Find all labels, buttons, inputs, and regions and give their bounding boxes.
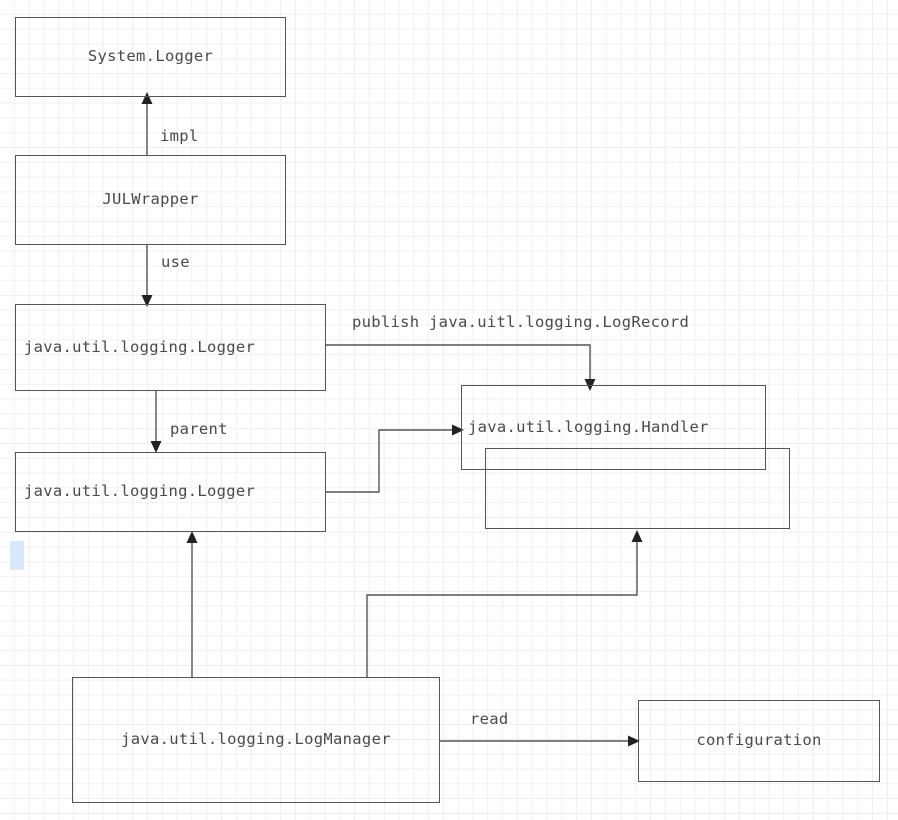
node-logger-child[interactable]: java.util.logging.Logger <box>15 304 326 391</box>
node-jul-wrapper[interactable]: JULWrapper <box>15 155 286 245</box>
node-handler-back-label: java.util.logging.Handler <box>468 417 709 436</box>
edge-label-parent: parent <box>170 420 228 438</box>
node-logger-child-label: java.util.logging.Logger <box>24 337 256 356</box>
edge-label-read: read <box>470 710 509 728</box>
node-handler-back[interactable]: java.util.logging.Handler <box>461 385 766 470</box>
node-jul-wrapper-label: JULWrapper <box>102 190 199 209</box>
edge-label-publish: publish java.uitl.logging.LogRecord <box>352 313 690 331</box>
edge-label-impl: impl <box>160 127 199 145</box>
node-system-logger[interactable]: System.Logger <box>15 17 286 97</box>
edge-logger-handler <box>326 424 464 493</box>
edge-label-use: use <box>161 253 190 271</box>
node-configuration[interactable]: configuration <box>638 700 880 782</box>
selection-highlight-marker <box>10 541 24 570</box>
node-configuration-label: configuration <box>696 731 822 750</box>
node-log-manager-label: java.util.logging.LogManager <box>121 730 391 749</box>
node-handler-front[interactable] <box>485 448 790 529</box>
edge-manager-logger <box>186 531 198 677</box>
edge-manager-handler <box>366 530 643 677</box>
node-log-manager[interactable]: java.util.logging.LogManager <box>72 677 440 803</box>
edge-parent <box>150 391 162 453</box>
edge-impl <box>141 92 153 155</box>
edge-read <box>440 735 640 747</box>
node-logger-parent-label: java.util.logging.Logger <box>24 482 256 501</box>
node-logger-parent[interactable]: java.util.logging.Logger <box>15 452 326 532</box>
node-system-logger-label: System.Logger <box>87 47 214 66</box>
edge-use <box>141 245 153 307</box>
